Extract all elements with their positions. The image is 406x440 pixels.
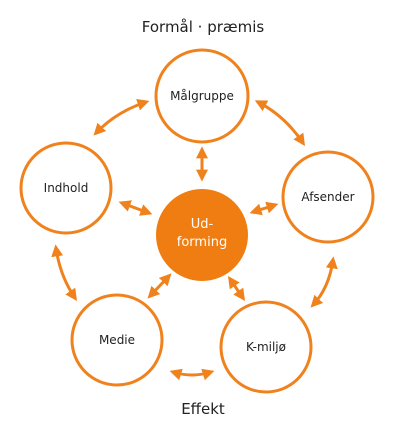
- arrow-center-afsender: [249, 201, 279, 216]
- node-medie: Medie: [70, 293, 164, 387]
- node-afsender: Afsender: [281, 150, 375, 244]
- node-kmiljo: K-miljø: [219, 300, 313, 394]
- svg-text:Målgruppe: Målgruppe: [170, 89, 234, 103]
- arrow-center-kmiljo: [227, 276, 246, 301]
- node-indhold: Indhold: [19, 141, 113, 235]
- arrow-afsender-kmiljo: [310, 256, 338, 308]
- arrow-center-indhold: [118, 200, 153, 216]
- svg-text:forming: forming: [177, 235, 227, 250]
- arrow-indhold-malgruppe: [93, 98, 150, 136]
- svg-text:Afsender: Afsender: [301, 190, 354, 204]
- node-center-udforming: Ud- forming: [156, 189, 248, 281]
- svg-text:Medie: Medie: [99, 333, 135, 347]
- arrow-medie-kmiljo: [169, 368, 215, 381]
- svg-text:Indhold: Indhold: [44, 181, 89, 195]
- node-malgruppe: Målgruppe: [154, 48, 250, 144]
- svg-text:K-miljø: K-miljø: [246, 340, 286, 354]
- arrow-indhold-medie: [51, 244, 78, 301]
- svg-text:Ud-: Ud-: [191, 217, 214, 232]
- bottom-caption: Effekt: [181, 400, 225, 418]
- arrow-center-medie: [147, 273, 172, 299]
- arrow-malgruppe-afsender: [254, 100, 305, 146]
- top-caption: Formål · præmis: [142, 18, 265, 36]
